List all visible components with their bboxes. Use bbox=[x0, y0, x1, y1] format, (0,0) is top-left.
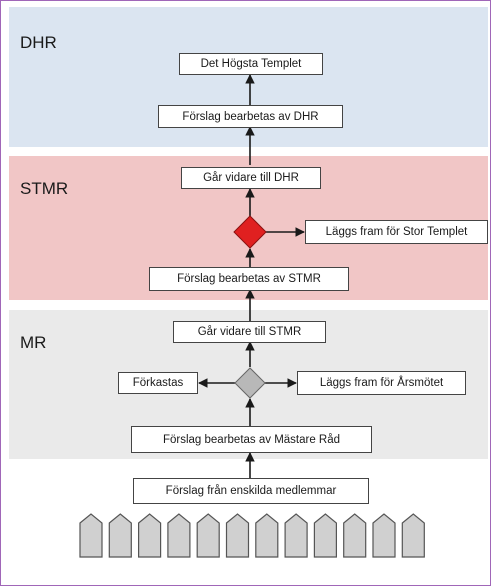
member-proposals-box: Förslag från enskilda medlemmar bbox=[133, 478, 369, 504]
to-annual-meeting-box: Läggs fram för Årsmötet bbox=[297, 371, 466, 395]
member-icon bbox=[79, 513, 103, 558]
member-icon bbox=[255, 513, 279, 558]
mr-decision-diamond bbox=[234, 367, 266, 399]
member-icon bbox=[313, 513, 337, 558]
member-icon bbox=[196, 513, 220, 558]
member-icons bbox=[79, 513, 425, 558]
member-icon bbox=[284, 513, 308, 558]
mr-band-label: MR bbox=[20, 333, 47, 352]
stmr-decision-diamond bbox=[233, 215, 267, 249]
mr-processing-box: Förslag bearbetas av Mästare Råd bbox=[131, 426, 372, 453]
dhr-band-label: DHR bbox=[20, 33, 57, 52]
dhr-processing-box: Förslag bearbetas av DHR bbox=[158, 105, 343, 128]
member-icon bbox=[167, 513, 191, 558]
to-grand-temple-box: Läggs fram för Stor Templet bbox=[305, 220, 488, 244]
highest-temple-box: Det Högsta Templet bbox=[179, 53, 323, 75]
member-icon bbox=[401, 513, 425, 558]
member-icon bbox=[108, 513, 132, 558]
member-icon bbox=[138, 513, 162, 558]
member-icon bbox=[372, 513, 396, 558]
to-dhr-box: Går vidare till DHR bbox=[181, 167, 321, 189]
rejected-box: Förkastas bbox=[118, 372, 198, 394]
to-stmr-box: Går vidare till STMR bbox=[173, 321, 326, 343]
member-icon bbox=[225, 513, 250, 558]
stmr-processing-box: Förslag bearbetas av STMR bbox=[149, 267, 349, 291]
member-icon bbox=[343, 513, 367, 558]
stmr-band-label: STMR bbox=[20, 179, 69, 198]
